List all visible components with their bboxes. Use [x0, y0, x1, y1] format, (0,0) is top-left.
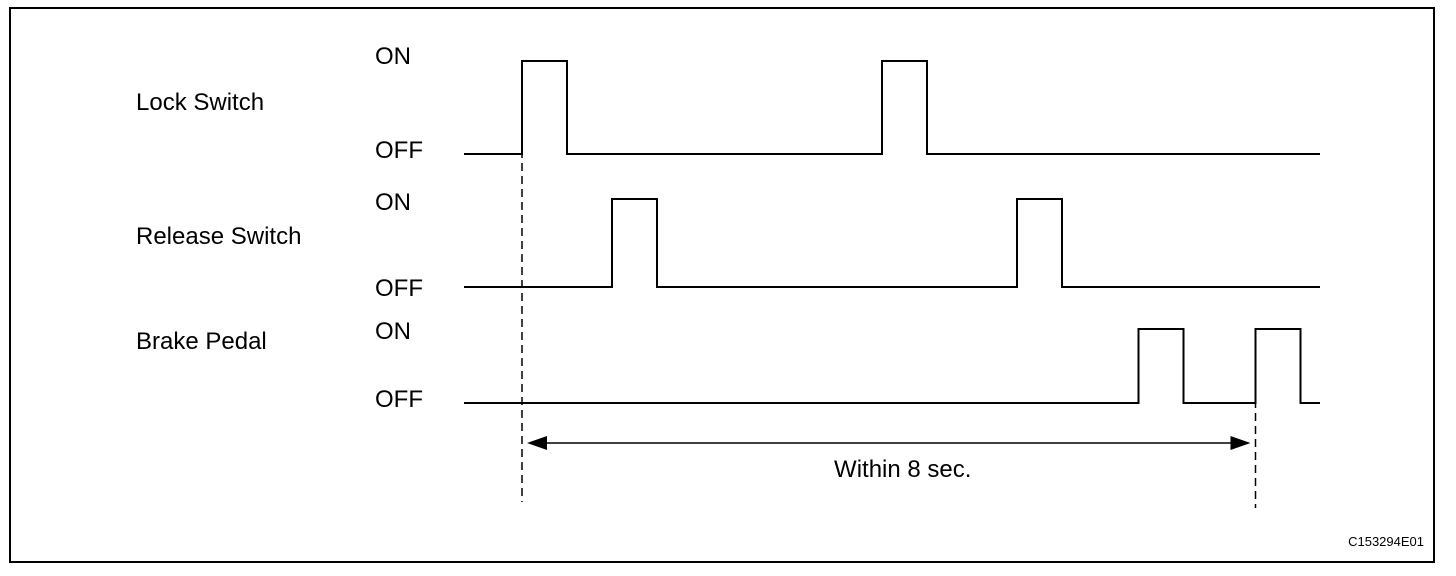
on-label-brake-pedal: ON — [375, 318, 411, 345]
duration-arrow-right-head — [1230, 436, 1251, 450]
on-label-lock-switch: ON — [375, 43, 411, 70]
duration-arrow-left-head — [527, 436, 547, 450]
waveform-lock-switch — [464, 60, 1320, 155]
signal-name-brake-pedal: Brake Pedal — [136, 328, 267, 355]
waveform-brake-pedal — [464, 328, 1320, 404]
diagram-frame — [9, 7, 1435, 563]
off-label-release-switch: OFF — [375, 275, 423, 302]
signal-name-lock-switch: Lock Switch — [136, 89, 264, 116]
off-label-lock-switch: OFF — [375, 137, 423, 164]
duration-dimension: Within 8 sec. — [527, 436, 1251, 483]
on-label-release-switch: ON — [375, 189, 411, 216]
waveform-release-switch — [464, 198, 1320, 288]
signal-row-lock-switch: Lock Switch ON OFF — [136, 43, 1320, 164]
duration-label: Within 8 sec. — [834, 456, 971, 483]
signal-row-release-switch: Release Switch ON OFF — [136, 189, 1320, 302]
off-label-brake-pedal: OFF — [375, 386, 423, 413]
figure-code: C153294E01 — [1348, 534, 1424, 549]
signal-row-brake-pedal: Brake Pedal ON OFF — [136, 318, 1320, 413]
signal-name-release-switch: Release Switch — [136, 223, 301, 250]
